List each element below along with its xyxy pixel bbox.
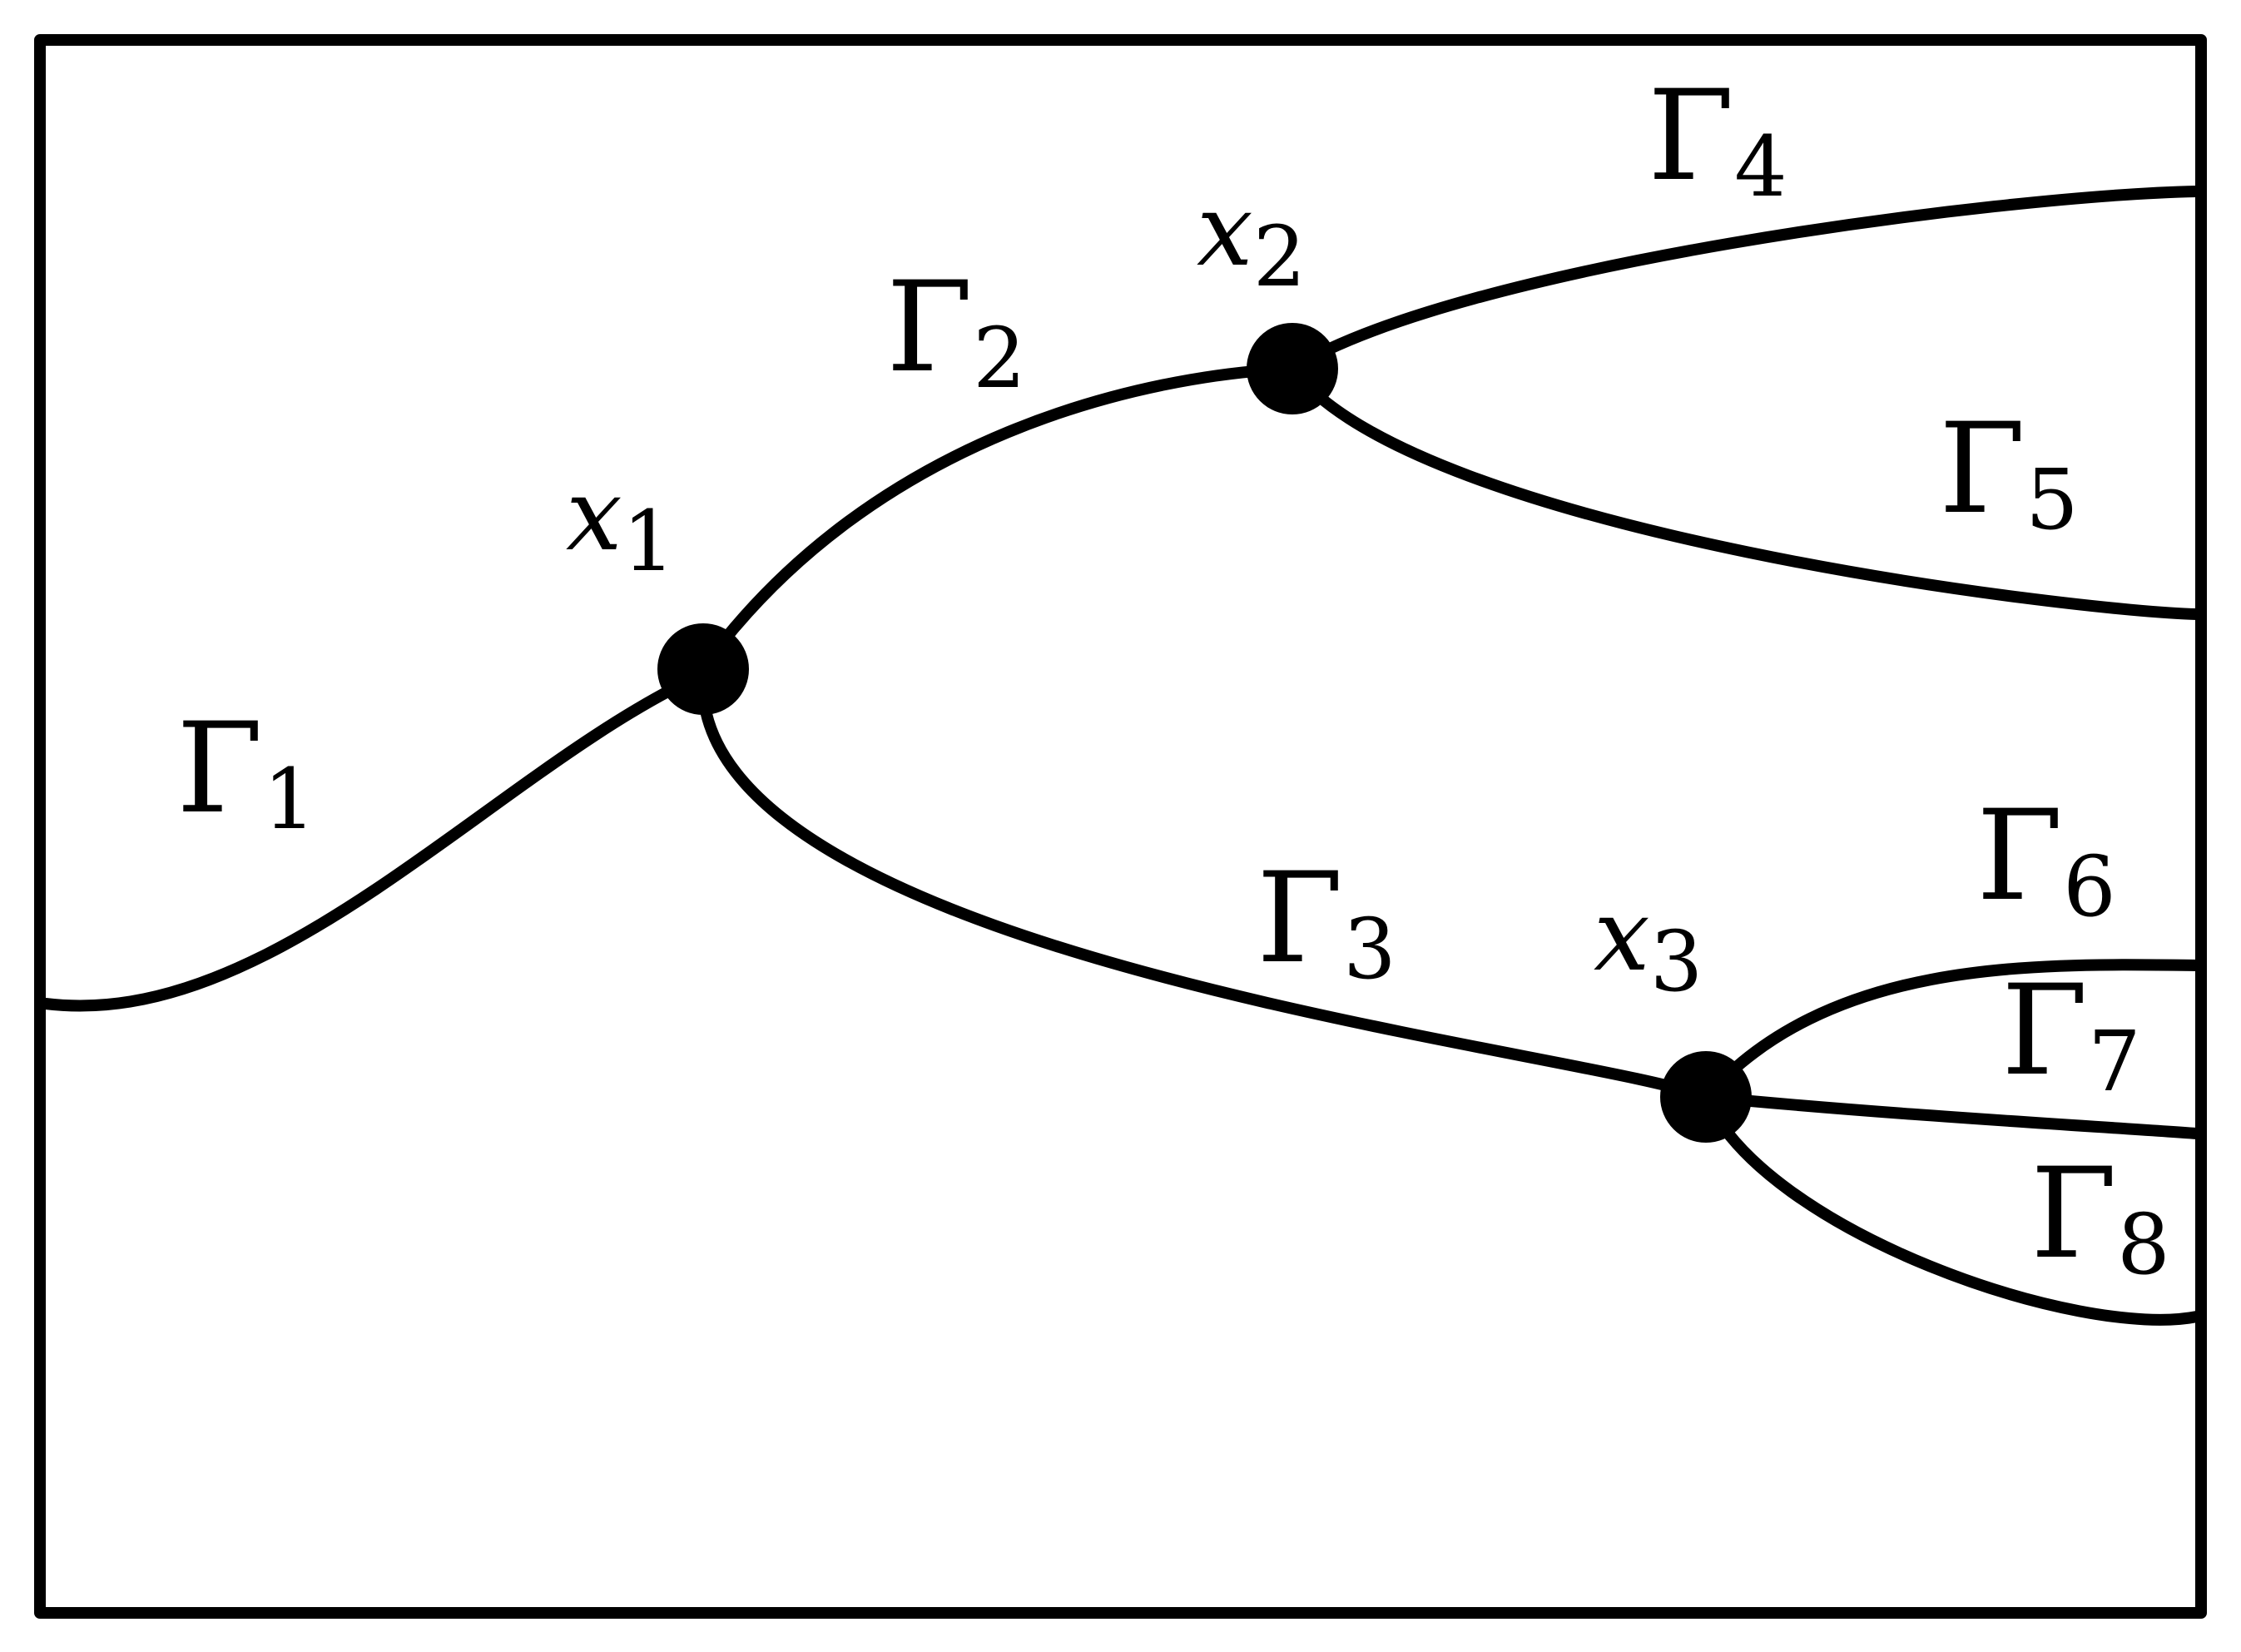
edge-gamma-4 [1287, 186, 2203, 375]
label-x1: x1 [566, 458, 675, 590]
label-x2: x2 [1197, 173, 1306, 305]
edge-gamma-8 [1700, 1091, 2203, 1326]
domain-boundary [34, 34, 2207, 1619]
label-gamma-6: Γ6 [1976, 784, 2116, 935]
vertex-x3 [1660, 1051, 1752, 1143]
edge-gamma-5 [1287, 363, 2203, 620]
edge-gamma-2 [697, 363, 1298, 673]
edge-gamma-6 [1700, 959, 2203, 1103]
edge-gamma-7 [1700, 1091, 2203, 1139]
label-gamma-1: Γ1 [176, 697, 316, 848]
edge-gamma-3 [697, 668, 1712, 1103]
label-gamma-8: Γ8 [2030, 1142, 2170, 1293]
label-gamma-7: Γ7 [2001, 959, 2141, 1110]
label-gamma-4: Γ4 [1648, 64, 1787, 216]
vertex-x2 [1247, 323, 1338, 414]
label-gamma-3: Γ3 [1257, 846, 1396, 998]
label-gamma-2: Γ2 [886, 255, 1026, 407]
edge-gamma-1 [40, 668, 709, 1012]
vertex-x1 [657, 623, 749, 715]
label-gamma-5: Γ5 [1939, 397, 2079, 548]
label-x3: x3 [1594, 878, 1703, 1010]
